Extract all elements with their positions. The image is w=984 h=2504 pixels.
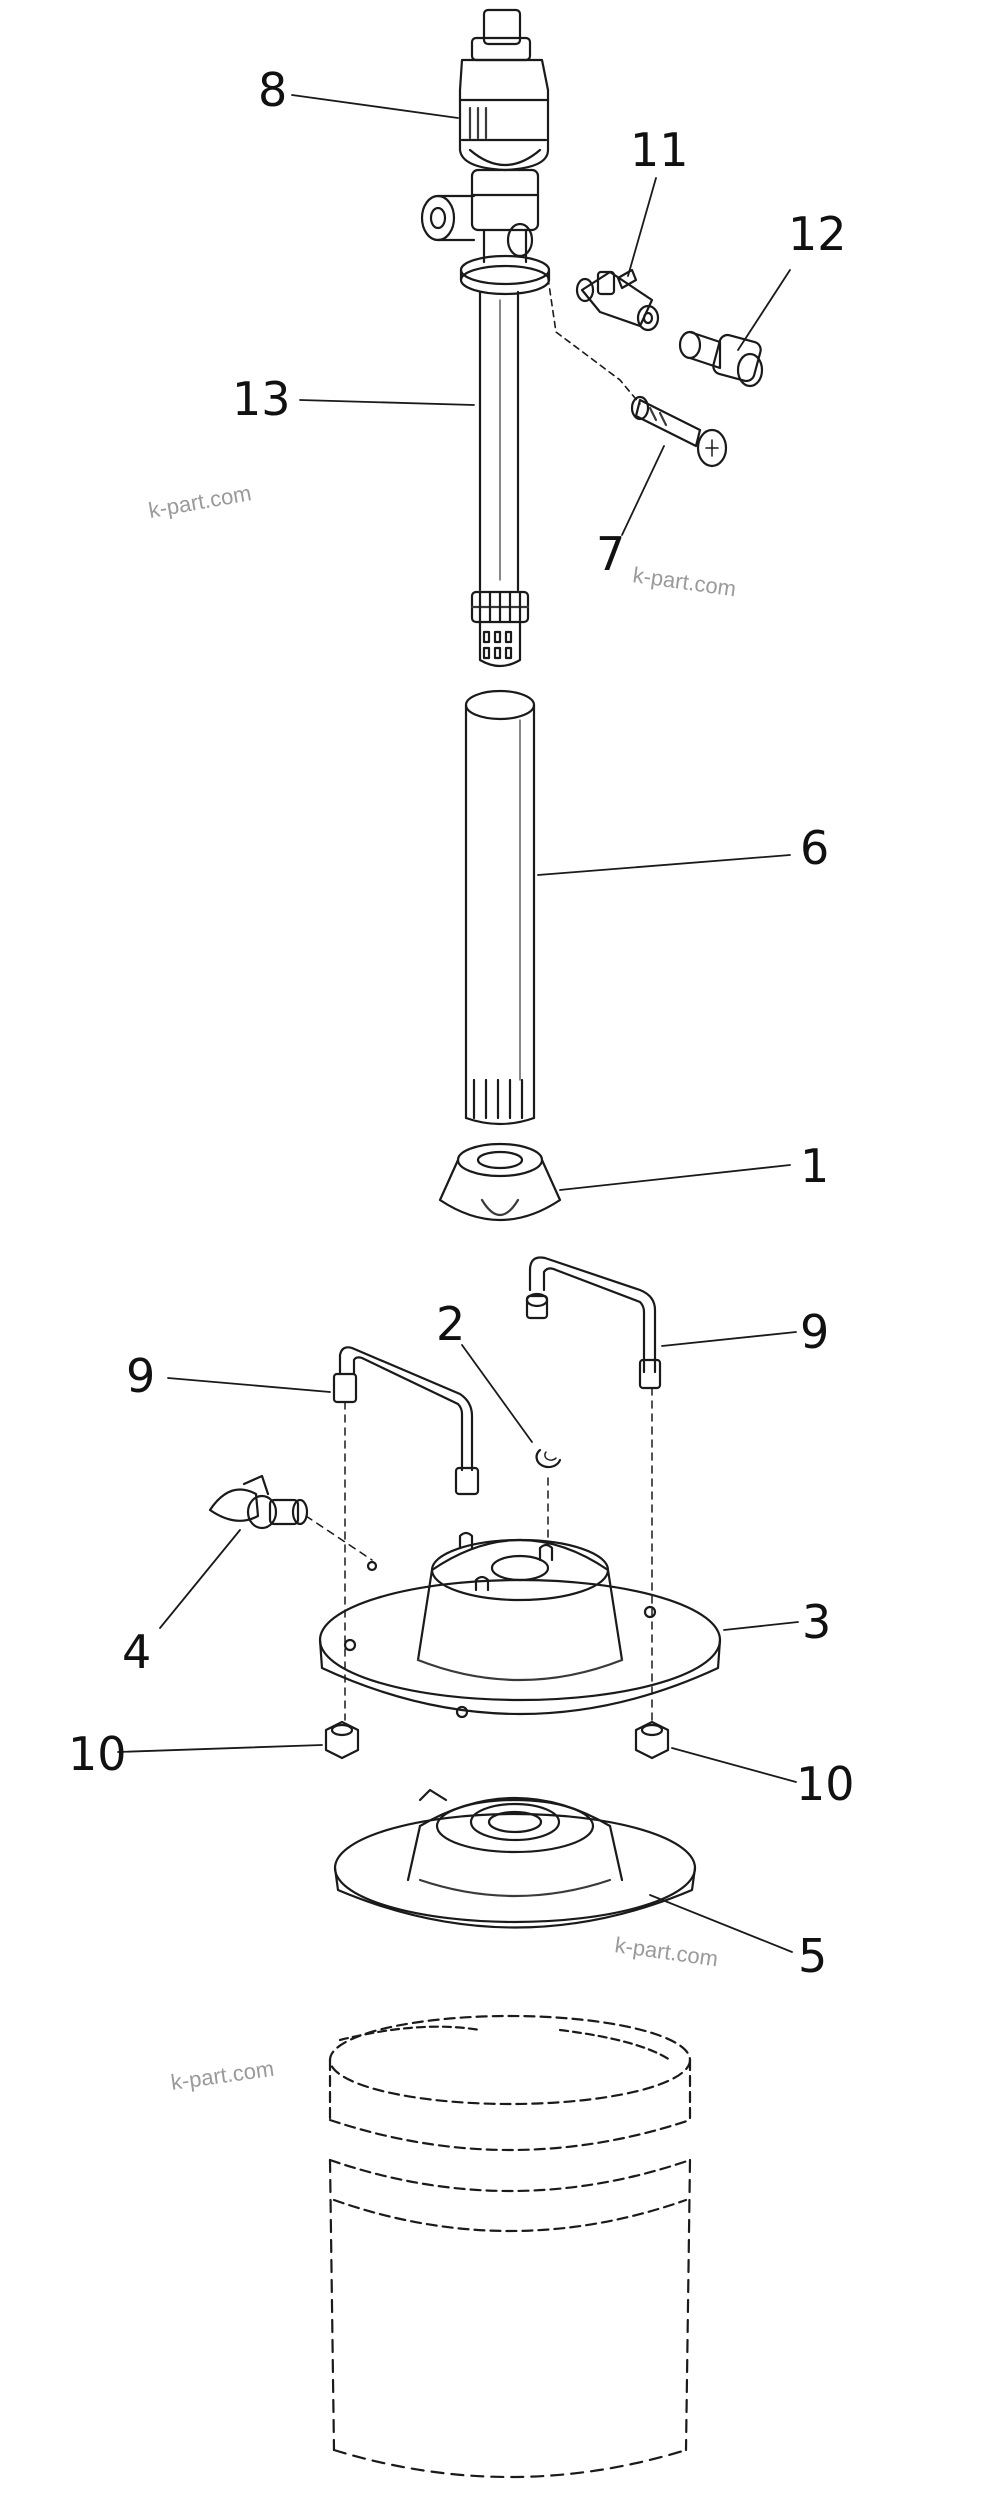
- callout-labels: 8 11 12 13 7 6 1 2 9 9 4 3 10 10 5: [68, 63, 855, 1983]
- part-9-u-bolt-left: [334, 1347, 478, 1494]
- callout-10-right: 10: [796, 1757, 855, 1811]
- watermark-3: k-part.com: [613, 1932, 719, 1971]
- watermark-1: k-part.com: [147, 480, 254, 523]
- callout-1: 1: [800, 1139, 829, 1193]
- part-7-bolt: [632, 397, 726, 466]
- callout-5: 5: [798, 1929, 827, 1983]
- callout-7: 7: [596, 527, 625, 581]
- part-1-bushing: [440, 1144, 560, 1220]
- watermark-4: k-part.com: [169, 2056, 275, 2095]
- callout-9-right: 9: [800, 1305, 829, 1359]
- part-11-valve: [577, 270, 658, 330]
- callout-13: 13: [232, 372, 291, 426]
- part-5-follower-plate: [335, 1790, 695, 1928]
- part-13-tube: [472, 292, 528, 666]
- part-3-cover-plate: [320, 1533, 720, 1717]
- callout-3: 3: [802, 1595, 831, 1649]
- part-6-suction-pipe: [466, 691, 534, 1124]
- grease-pail: [330, 2016, 690, 2477]
- part-12-coupler: [680, 332, 762, 386]
- callout-12: 12: [788, 207, 847, 261]
- callout-4: 4: [122, 1625, 151, 1679]
- part-9-u-bolt-right: [527, 1258, 660, 1389]
- watermark-2: k-part.com: [631, 562, 737, 601]
- part-4-wing-screw: [210, 1476, 307, 1528]
- part-10-nut-right: [636, 1722, 668, 1758]
- part-10-nut-left: [326, 1722, 358, 1758]
- part-2-snap-ring: [537, 1450, 560, 1467]
- callout-leader-lines: [117, 94, 799, 1953]
- callout-10-left: 10: [68, 1727, 127, 1781]
- assembly-guide-lines: [305, 1387, 653, 1721]
- callout-9-left: 9: [126, 1349, 155, 1403]
- callout-8: 8: [258, 63, 287, 117]
- callout-6: 6: [800, 821, 829, 875]
- callout-11: 11: [630, 123, 689, 177]
- part-8-pump-head: [422, 10, 549, 294]
- callout-2: 2: [436, 1297, 465, 1351]
- watermarks: k-part.com k-part.com k-part.com k-part.…: [147, 480, 738, 2095]
